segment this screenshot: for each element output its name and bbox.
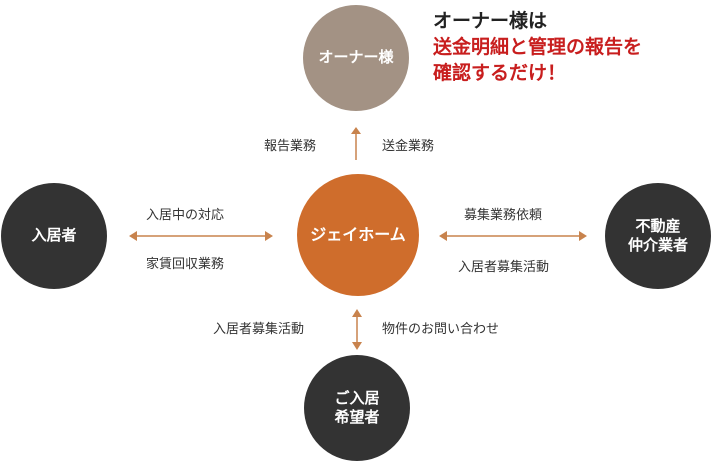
- arrow-head-applicant-bottom: [352, 342, 362, 350]
- jayhome-node: ジェイホーム: [297, 174, 419, 296]
- arrow-head-tenant-right: [265, 231, 273, 241]
- applicant-node-label-line2: 希望者: [334, 408, 380, 426]
- tenant-node-label: 入居者: [31, 226, 77, 245]
- label-recruitment-request: 募集業務依頼: [464, 208, 543, 223]
- arrow-head-agent-left: [439, 231, 447, 241]
- label-tenant-recruitment-agent: 入居者募集活動: [458, 260, 550, 275]
- label-tenant-recruitment-applicant: 入居者募集活動: [213, 322, 305, 337]
- applicant-node-label-line1: ご入居: [334, 388, 380, 407]
- agent-node-label-line2: 仲介業者: [627, 236, 688, 254]
- headline-line3: 確認するだけ！: [433, 62, 567, 84]
- owner-node: オーナー様: [303, 5, 409, 111]
- arrow-head-applicant-top: [352, 309, 362, 317]
- owner-node-label: オーナー様: [318, 48, 394, 67]
- jayhome-node-label: ジェイホーム: [310, 224, 406, 244]
- label-property-inquiry: 物件のお問い合わせ: [382, 322, 500, 337]
- headline-line1: オーナー様は: [433, 10, 548, 32]
- headline: オーナー様は 送金明細と管理の報告を 確認するだけ！: [433, 8, 642, 86]
- agent-node: 不動産 仲介業者: [605, 183, 711, 289]
- label-report-work: 報告業務: [264, 139, 317, 154]
- arrow-head-tenant-left: [129, 231, 137, 241]
- label-tenant-support: 入居中の対応: [146, 208, 225, 223]
- arrow-head-agent-right: [579, 231, 587, 241]
- agent-node-label-line1: 不動産: [635, 216, 681, 235]
- label-rent-collection: 家賃回収業務: [146, 257, 225, 272]
- arrow-head-owner: [351, 127, 361, 134]
- headline-line2: 送金明細と管理の報告を: [433, 36, 643, 58]
- label-remittance-work: 送金業務: [382, 139, 435, 154]
- tenant-node: 入居者: [1, 183, 107, 289]
- applicant-node: ご入居 希望者: [304, 355, 410, 461]
